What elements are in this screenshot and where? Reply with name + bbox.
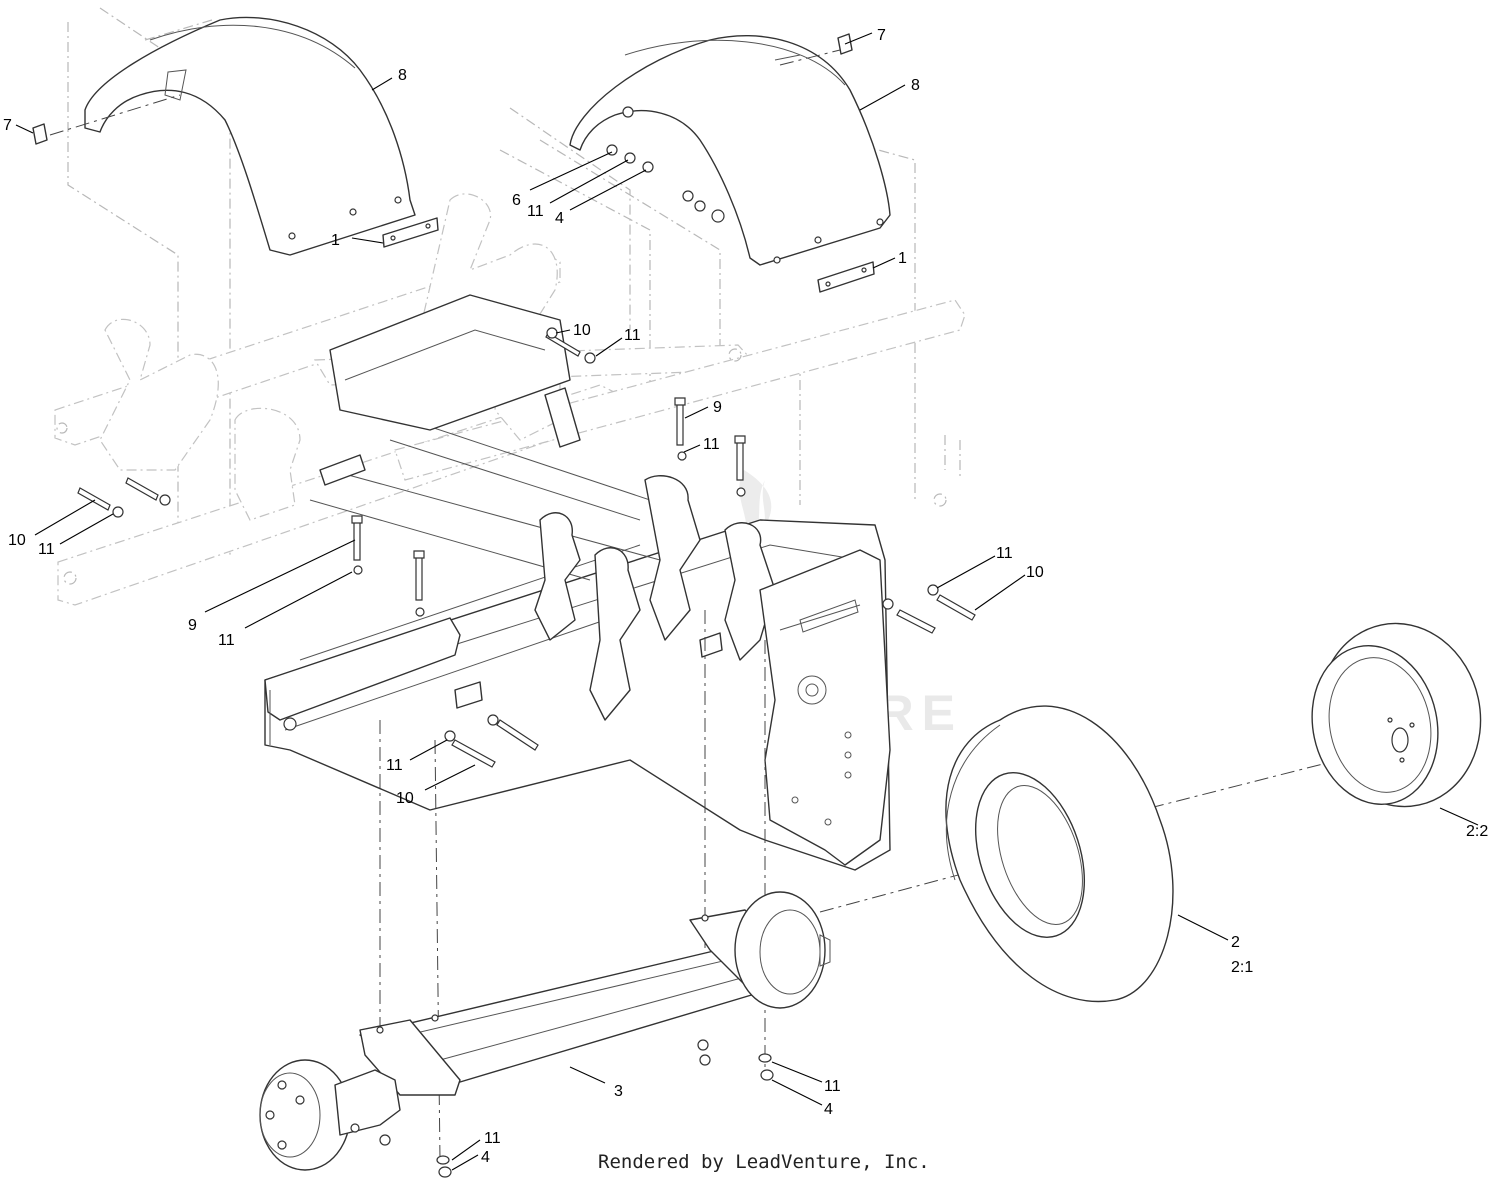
wheel-rim <box>1311 622 1482 808</box>
callout-7: 7 <box>877 27 886 44</box>
callout-1: 1 <box>898 250 907 267</box>
callout-10: 10 <box>573 322 591 339</box>
callout-4: 4 <box>481 1149 490 1166</box>
callout-11: 11 <box>38 541 55 558</box>
tire <box>945 705 1174 1003</box>
footer-credit: Rendered by LeadVenture, Inc. <box>598 1151 930 1173</box>
callout-10: 10 <box>8 532 26 549</box>
callout-7: 7 <box>3 117 12 134</box>
callout-2-2: 2:2 <box>1466 823 1488 840</box>
callout-11: 11 <box>218 632 235 649</box>
callout-11: 11 <box>484 1130 501 1147</box>
fender-bracket-left <box>382 217 439 248</box>
callout-9: 9 <box>713 399 722 416</box>
callout-11: 11 <box>996 545 1013 562</box>
callout-labels: 7 8 1 7 8 6 11 4 1 10 11 9 11 10 11 9 11… <box>3 27 1488 1166</box>
fender-tab-left <box>32 123 48 145</box>
callout-3: 3 <box>614 1083 623 1100</box>
callout-10: 10 <box>1026 564 1044 581</box>
callout-10: 10 <box>396 790 414 807</box>
callout-9: 9 <box>188 617 197 634</box>
fender-bracket-right <box>817 261 875 293</box>
callout-11: 11 <box>624 327 641 344</box>
callout-11: 11 <box>824 1078 841 1095</box>
fender-right <box>569 35 891 266</box>
callout-2: 2 <box>1231 934 1240 951</box>
callout-11: 11 <box>527 203 544 220</box>
callout-8: 8 <box>398 67 407 84</box>
axle-hardware <box>436 1053 774 1178</box>
callout-4: 4 <box>824 1101 833 1118</box>
callout-1: 1 <box>331 232 340 249</box>
callout-4: 4 <box>555 210 564 227</box>
fender-hardware <box>606 106 725 223</box>
callout-11: 11 <box>386 757 403 774</box>
leader-lines <box>15 32 1479 1171</box>
main-frame <box>264 294 891 871</box>
callout-2-1: 2:1 <box>1231 959 1253 976</box>
fender-left <box>84 16 416 256</box>
callout-8: 8 <box>911 77 920 94</box>
rear-axle <box>259 891 831 1171</box>
bolts-and-washers <box>77 327 976 768</box>
callout-6: 6 <box>512 192 521 209</box>
callout-11: 11 <box>703 436 720 453</box>
